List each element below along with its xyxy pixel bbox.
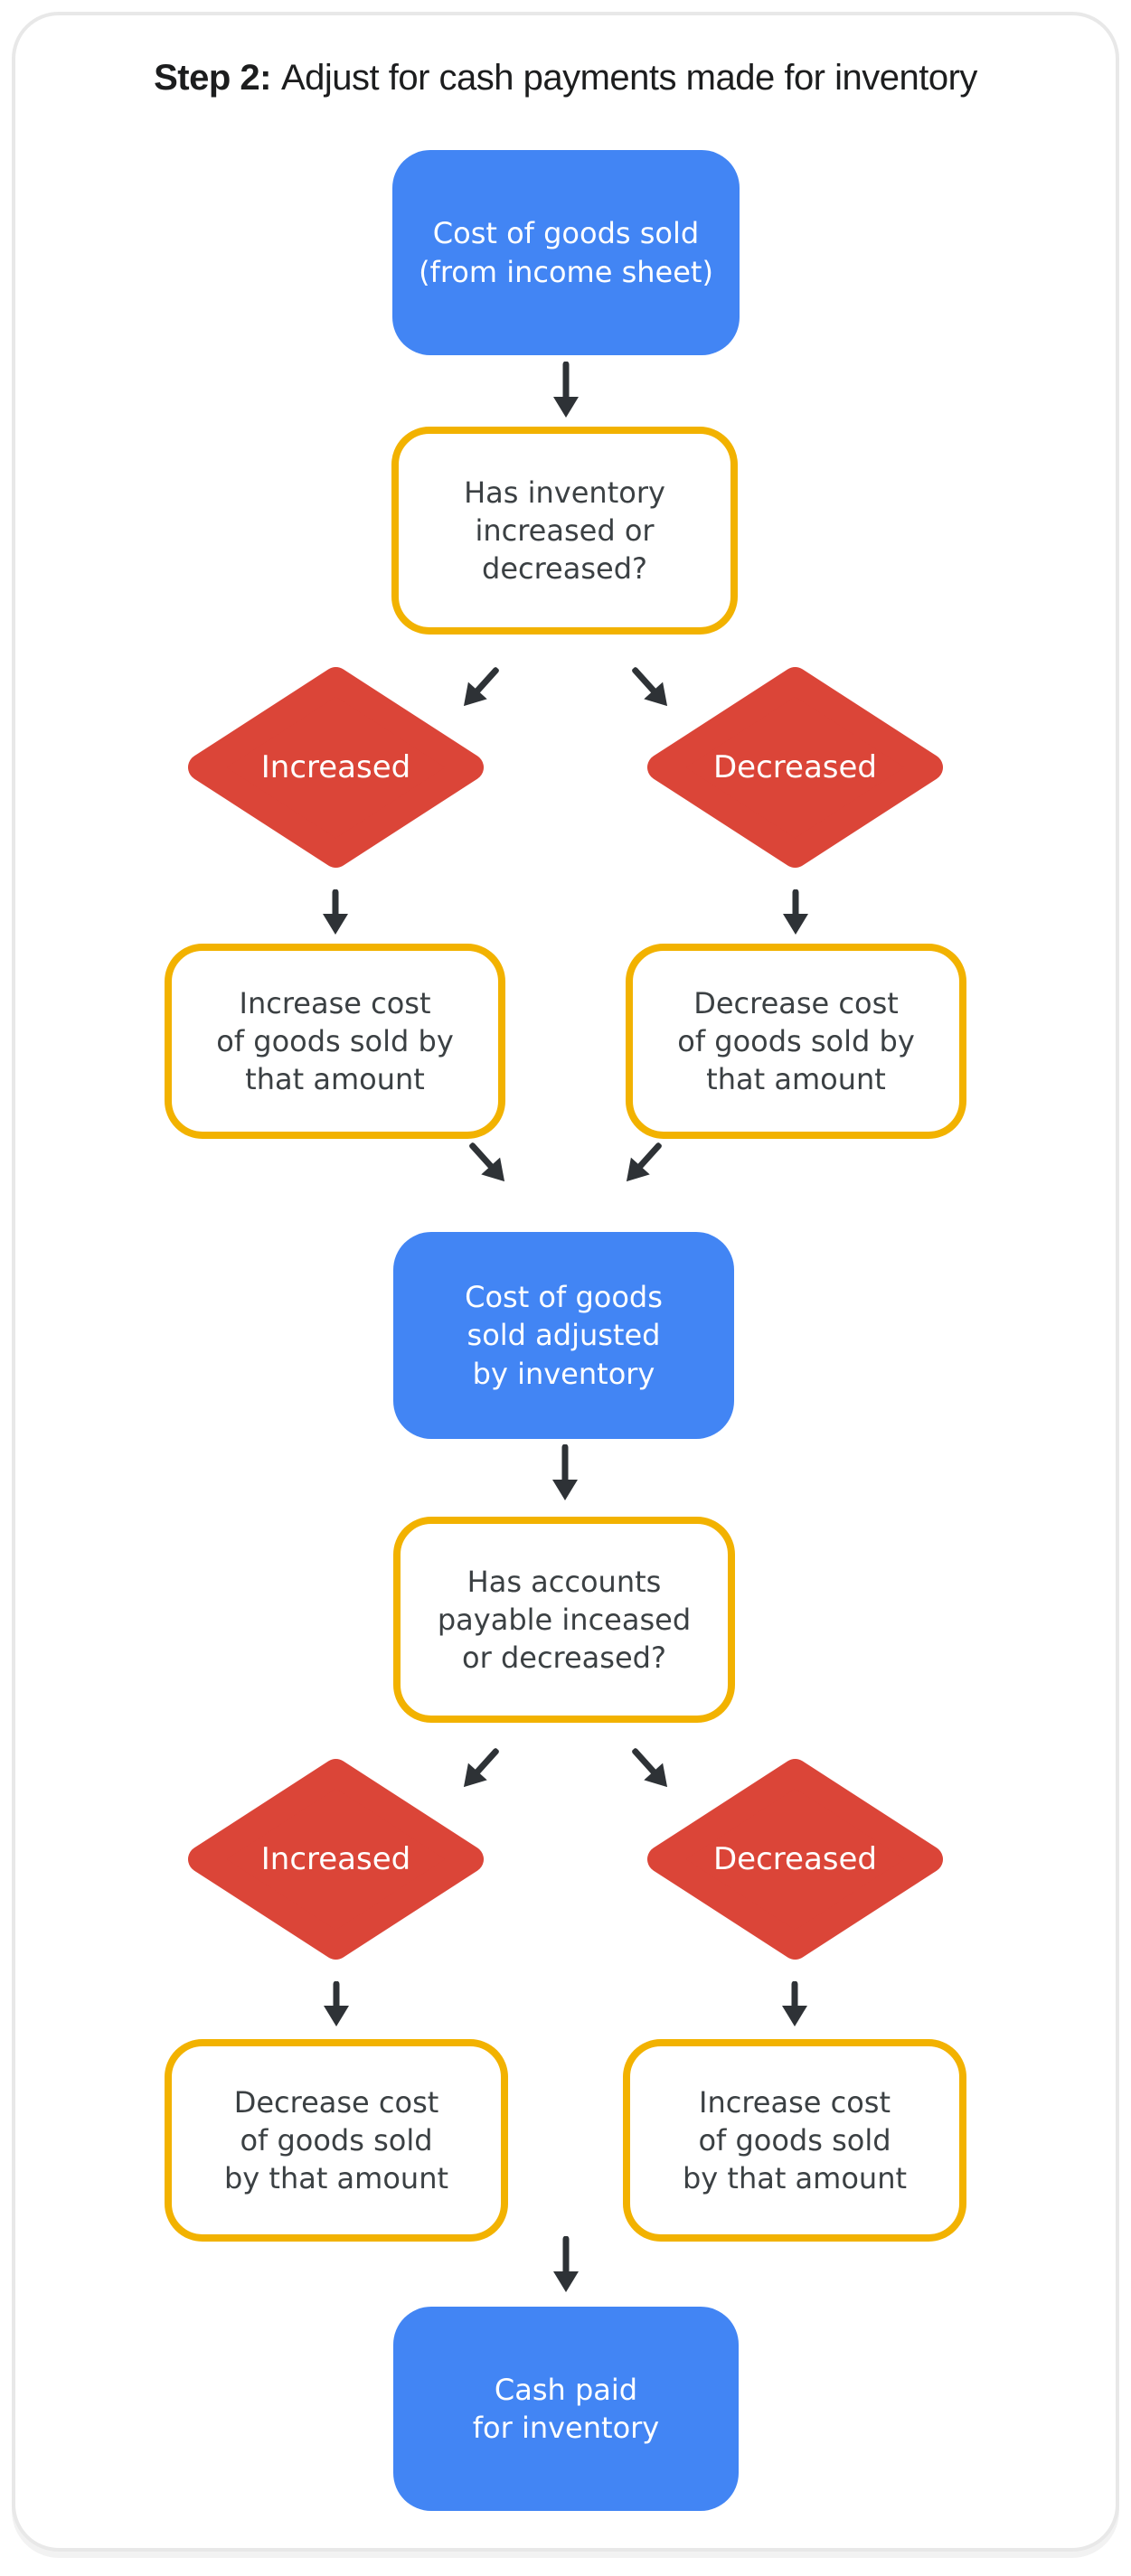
node-inventory-decreased: Decreased [647,667,943,868]
diamond-label: Increased [260,1841,411,1877]
arrow-increase-action-to-adjusted [458,1133,518,1193]
node-cogs-adjusted: Cost of goods sold adjusted by inventory [393,1232,734,1439]
diamond-shape-icon [647,1759,943,1960]
node-increase-cogs-payable: Increase cost of goods sold by that amou… [623,2039,966,2242]
arrow-start-to-inventory-question [550,362,582,419]
node-cash-paid-for-inventory: Cash paid for inventory [393,2307,739,2511]
arrow-question2-to-increased [450,1738,510,1799]
arrow-decreased-to-increase-action [778,1981,811,2028]
node-decrease-cogs-inventory: Decrease cost of goods sold by that amou… [626,944,966,1139]
node-increase-cogs-inventory: Increase cost of goods sold by that amou… [165,944,505,1139]
node-payable-increased: Increased [188,1759,484,1960]
page-title: Step 2:Adjust for cash payments made for… [0,58,1131,99]
diamond-shape-icon [188,667,484,868]
arrow-actions-to-cash-paid [550,2236,582,2294]
arrow-decrease-action-to-adjusted [613,1133,673,1193]
arrow-adjusted-to-payable-question [549,1444,581,1502]
title-text: Adjust for cash payments made for invent… [280,58,977,98]
node-question-accounts-payable: Has accounts payable inceased or decreas… [393,1517,735,1723]
arrow-increased-to-increase-action [319,889,352,936]
arrow-decreased-to-decrease-action [779,889,812,936]
arrow-question1-to-increased [450,657,510,718]
node-decrease-cogs-payable: Decrease cost of goods sold by that amou… [165,2039,508,2242]
diamond-shape-icon [647,667,943,868]
title-step-label: Step 2: [154,58,271,98]
node-question-inventory: Has inventory increased or decreased? [391,427,738,635]
arrow-increased-to-decrease-action [320,1981,353,2028]
arrow-question1-to-decreased [621,657,681,718]
arrow-question2-to-decreased [621,1738,681,1799]
diamond-label: Decreased [713,749,877,785]
diamond-label: Decreased [713,1841,877,1877]
node-payable-decreased: Decreased [647,1759,943,1960]
diamond-label: Increased [260,749,411,785]
node-cost-of-goods-sold: Cost of goods sold (from income sheet) [392,150,740,355]
node-inventory-increased: Increased [188,667,484,868]
diamond-shape-icon [188,1759,484,1960]
